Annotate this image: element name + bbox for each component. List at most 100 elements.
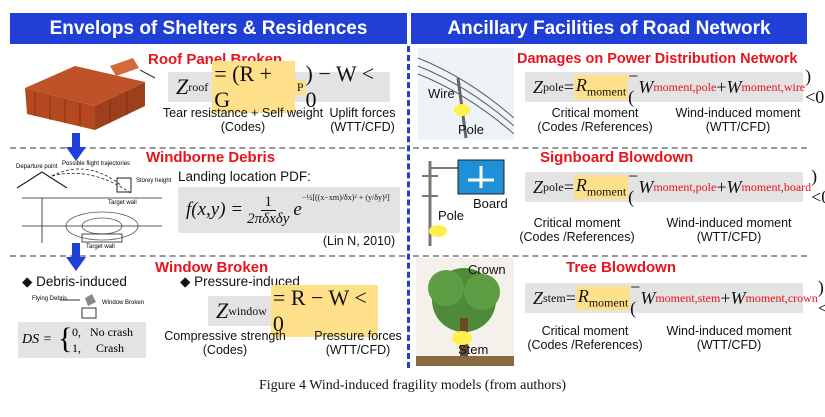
window-label-pressure-source: (WTT/CFD): [325, 343, 391, 357]
tree-img-stem: Stem: [458, 342, 488, 357]
roof-eq-mid: = (R + G: [212, 61, 295, 113]
debris-trajectory-diagram: Departure point Possible flight trajecto…: [16, 161, 172, 250]
signboard-label-wind: Wind-induced moment (WTT/CFD): [654, 216, 804, 244]
debris-title: Windborne Debris: [146, 149, 276, 166]
signboard-label-critical-text: Critical moment: [533, 216, 621, 230]
signboard-img-pole: Pole: [438, 208, 464, 223]
window-icon-label-debris: Flying Debris: [32, 296, 67, 302]
debris-eq-num: 1: [260, 194, 277, 211]
house-illustration: [25, 58, 156, 130]
debris-eq-den: 2πδxδy: [247, 210, 290, 227]
window-ds-case0: 0, No crash: [72, 325, 133, 339]
power-title: Damages on Power Distribution Network: [517, 51, 798, 67]
tree-illustration: Crown Stem: [416, 258, 514, 366]
roof-label-uplift-source: (WTT/CFD): [330, 120, 395, 134]
tree-eq-w2-sub: moment,crown: [745, 290, 818, 305]
power-label-wind-text: Wind-induced moment: [675, 106, 801, 120]
signboard-label-critical-source: (Codes /References): [519, 230, 635, 244]
down-arrow-2: [66, 243, 86, 271]
window-eq-lhs: Z: [216, 298, 229, 323]
tree-label-critical-text: Critical moment: [541, 324, 629, 338]
tree-title: Tree Blowdown: [566, 259, 677, 276]
roof-eq-lhs-sub: roof: [188, 79, 209, 94]
figure-caption: Figure 4 Wind-induced fragility models (…: [258, 378, 567, 393]
power-pole-illustration: Wire Pole: [418, 48, 514, 140]
tree-img-crown: Crown: [468, 262, 506, 277]
window-ds-box: DS = { 0, No crash 1, Crash: [18, 322, 146, 358]
left-divider-1: [10, 147, 405, 149]
roof-label-resistance-text: Tear resistance + Self weight: [162, 106, 324, 120]
window-ds-label: DS =: [22, 332, 53, 347]
vertical-divider: [407, 46, 410, 368]
tree-label-wind-text: Wind-induced moment: [666, 324, 792, 338]
left-divider-2: [10, 255, 405, 257]
roof-label-uplift: Uplift forces (WTT/CFD): [320, 106, 405, 134]
tree-label-wind-source: (WTT/CFD): [696, 338, 762, 352]
debris-label-target-wall-1: Target wall: [108, 200, 137, 206]
roof-label-resistance-source: (Codes): [220, 120, 266, 134]
power-img-pole: Pole: [458, 122, 484, 137]
window-bullet-pressure: ◆ Pressure-induced: [180, 274, 300, 289]
signboard-label-wind-text: Wind-induced moment: [666, 216, 792, 230]
tree-label-critical: Critical moment (Codes /References): [520, 324, 650, 352]
power-label-critical-text: Critical moment: [551, 106, 639, 120]
roof-label-uplift-text: Uplift forces: [329, 106, 396, 120]
tree-eq-lhs-sub: stem: [543, 290, 566, 305]
window-label-strength: Compressive strength (Codes): [160, 329, 290, 357]
signboard-eq-lhs-sub: pole: [543, 179, 564, 194]
window-title: Window Broken: [155, 259, 269, 276]
signboard-label-wind-source: (WTT/CFD): [696, 230, 762, 244]
power-eq-w2-sub: moment,wire: [741, 79, 806, 94]
signboard-eq-w1-sub: moment,pole: [653, 179, 717, 194]
tree-label-wind: Wind-induced moment (WTT/CFD): [654, 324, 804, 352]
debris-label-storey: Storey height: [136, 178, 172, 184]
window-label-strength-text: Compressive strength: [164, 329, 286, 343]
window-bullet-debris: ◆ Debris-induced: [22, 274, 127, 289]
roof-label-resistance: Tear resistance + Self weight (Codes): [143, 106, 343, 134]
debris-label-trajectories: Possible flight trajectories: [62, 161, 130, 167]
power-eq-lhs-sub: pole: [543, 79, 564, 94]
power-eq-r-sub: moment: [586, 84, 627, 99]
window-label-pressure: Pressure forces (WTT/CFD): [308, 329, 408, 357]
debris-pdf-label: Landing location PDF:: [178, 169, 311, 184]
debris-eq-exponent: −½[((x−xm)/δx)² + (y/δy)²]: [301, 193, 390, 202]
debris-label-target-wall-2: Target wall: [86, 244, 115, 250]
window-ds-brace: {: [58, 322, 73, 355]
tree-label-critical-source: (Codes /References): [527, 338, 643, 352]
tree-eq-r-sub: moment: [588, 295, 629, 310]
power-img-wire: Wire: [428, 86, 455, 101]
debris-citation: (Lin N, 2010): [322, 234, 396, 248]
tree-eq-w1-sub: moment,stem: [655, 290, 721, 305]
signboard-eq-w2-sub: moment,board: [741, 179, 812, 194]
power-label-wind-source: (WTT/CFD): [705, 120, 771, 134]
roof-eq-mid-sub: P: [294, 79, 306, 95]
debris-equation: f(x,y) = 1 2πδxδy e−½[((x−xm)/δx)² + (y/…: [178, 187, 400, 233]
power-label-critical: Critical moment (Codes /References): [530, 106, 660, 134]
debris-label-departure: Departure point: [16, 164, 58, 170]
window-ds-case1: 1, Crash: [72, 341, 124, 355]
down-arrow-1: [66, 133, 86, 161]
window-eq-rest: = R − W < 0: [270, 285, 378, 337]
signboard-img-board: Board: [473, 196, 508, 211]
window-broken-icon: Flying Debris Window Broken: [32, 294, 144, 319]
signboard-title: Signboard Blowdown: [540, 149, 694, 166]
right-divider-2: [413, 255, 807, 257]
window-label-strength-source: (Codes): [202, 343, 248, 357]
debris-eq-lhs: f(x,y) =: [186, 199, 244, 220]
window-icon-label-broken: Window Broken: [102, 300, 144, 306]
signboard-label-critical: Critical moment (Codes /References): [512, 216, 642, 244]
roof-eq-tail: ) − W < 0: [305, 61, 375, 112]
window-label-pressure-text: Pressure forces: [314, 329, 402, 343]
debris-eq-exp-base: e: [293, 199, 302, 220]
right-header: Ancillary Facilities of Road Network: [411, 13, 807, 44]
roof-eq-lhs: Z: [176, 74, 189, 99]
left-header: Envelops of Shelters & Residences: [10, 13, 407, 44]
signboard-eq-r-sub: moment: [586, 184, 627, 199]
window-eq-lhs-sub: window: [228, 303, 267, 318]
power-eq-w1-sub: moment,pole: [653, 79, 717, 94]
